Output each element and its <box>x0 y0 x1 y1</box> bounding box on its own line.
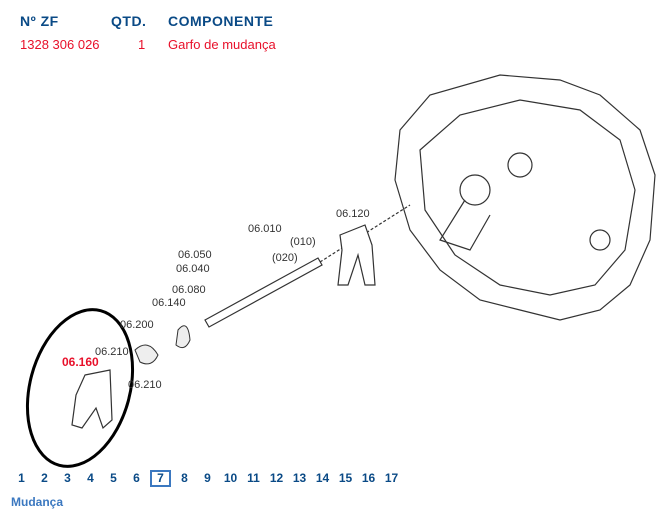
label-010: (010) <box>290 236 316 248</box>
label-06120: 06.120 <box>336 208 370 220</box>
page-link-1[interactable]: 1 <box>18 471 25 485</box>
quantity: 1 <box>138 37 146 52</box>
label-06140: 06.140 <box>152 297 186 309</box>
label-06010: 06.010 <box>248 223 282 235</box>
label-06210: 06.210 <box>95 346 129 358</box>
page-link-13[interactable]: 13 <box>292 471 307 485</box>
page-link-10[interactable]: 10 <box>223 471 238 485</box>
gearbox-housing <box>394 74 656 321</box>
page-link-12[interactable]: 12 <box>269 471 284 485</box>
label-06080: 06.080 <box>172 284 206 296</box>
header-qty: QTD. <box>111 13 147 29</box>
part-06140 <box>175 325 191 349</box>
label-06040: 06.040 <box>176 263 210 275</box>
highlight-circle <box>25 308 135 468</box>
label-020: (020) <box>272 252 298 264</box>
shift-rod <box>204 204 411 328</box>
component-name: Garfo de mudança <box>168 37 276 52</box>
part-number: 1328 306 026 <box>20 37 100 52</box>
page-link-11[interactable]: 11 <box>247 471 260 485</box>
header-component: COMPONENTE <box>168 13 274 29</box>
page-link-2[interactable]: 2 <box>41 471 48 485</box>
label-06210-b: 06.210 <box>128 379 162 391</box>
label-06200: 06.200 <box>120 319 154 331</box>
page-link-3[interactable]: 3 <box>64 471 71 485</box>
page-link-4[interactable]: 4 <box>87 471 94 485</box>
label-06160-highlight: 06.160 <box>62 355 99 369</box>
section-title: Mudança <box>11 495 64 509</box>
fork-06120 <box>337 224 376 286</box>
label-06050: 06.050 <box>178 249 212 261</box>
fork-06160 <box>71 369 113 430</box>
part-06200 <box>134 344 159 365</box>
page-link-9[interactable]: 9 <box>204 471 211 485</box>
page-link-6[interactable]: 6 <box>133 471 140 485</box>
header-zf: Nº ZF <box>20 13 59 29</box>
page-link-15[interactable]: 15 <box>338 471 353 485</box>
page-link-7[interactable]: 7 <box>150 470 171 487</box>
page-link-8[interactable]: 8 <box>181 471 188 485</box>
page-link-14[interactable]: 14 <box>315 471 330 485</box>
page-link-17[interactable]: 17 <box>384 471 399 485</box>
page-link-5[interactable]: 5 <box>110 471 117 485</box>
page-link-16[interactable]: 16 <box>361 471 376 485</box>
